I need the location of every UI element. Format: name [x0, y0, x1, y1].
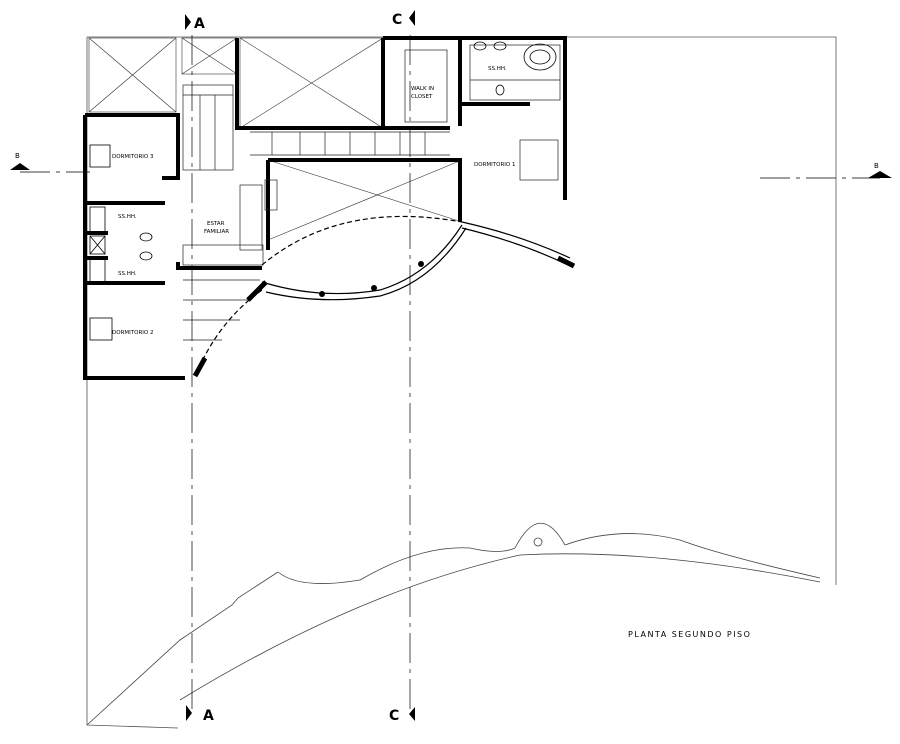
section-marker-a-top: A [185, 14, 205, 32]
svg-text:B: B [874, 162, 879, 170]
section-lines [20, 35, 880, 712]
thick-wall-ends [192, 255, 576, 378]
section-marker-b-right: B [868, 162, 892, 178]
walls [83, 36, 567, 380]
room-label-sshh-1: SS.HH. [118, 214, 137, 220]
room-label-sshh-3: SS.HH. [488, 66, 507, 72]
interior-lines [182, 44, 561, 341]
section-marker-a-bottom: A [186, 705, 214, 724]
terrain-curves [86, 522, 821, 726]
curved-facade [197, 215, 571, 371]
drawing-title: PLANTA SEGUNDO PISO [628, 630, 751, 639]
room-label-familiar: FAMILIAR [204, 229, 229, 235]
lot-boundary [86, 36, 837, 729]
room-label-walk-in: WALK IN [411, 86, 434, 92]
room-label-dormitorio-1: DORMITORIO 1 [474, 162, 515, 168]
svg-text:A: A [203, 708, 214, 724]
beds [89, 144, 113, 341]
svg-text:C: C [389, 708, 399, 724]
section-marker-c-bottom: C [389, 707, 415, 724]
room-label-dormitorio-2: DORMITORIO 2 [112, 330, 153, 336]
svg-text:B: B [15, 152, 20, 160]
room-label-estar: ESTAR [207, 221, 225, 227]
svg-text:A: A [194, 16, 205, 32]
section-marker-b-left: B [10, 152, 30, 170]
bathroom-fixtures [89, 41, 557, 283]
section-marker-c-top: C [392, 10, 415, 28]
svg-text:C: C [392, 12, 402, 28]
room-label-dormitorio-3: DORMITORIO 3 [112, 154, 154, 160]
column-dots [319, 261, 424, 297]
room-label-sshh-2: SS.HH. [118, 271, 137, 277]
room-label-closet: CLOSET [411, 94, 433, 100]
